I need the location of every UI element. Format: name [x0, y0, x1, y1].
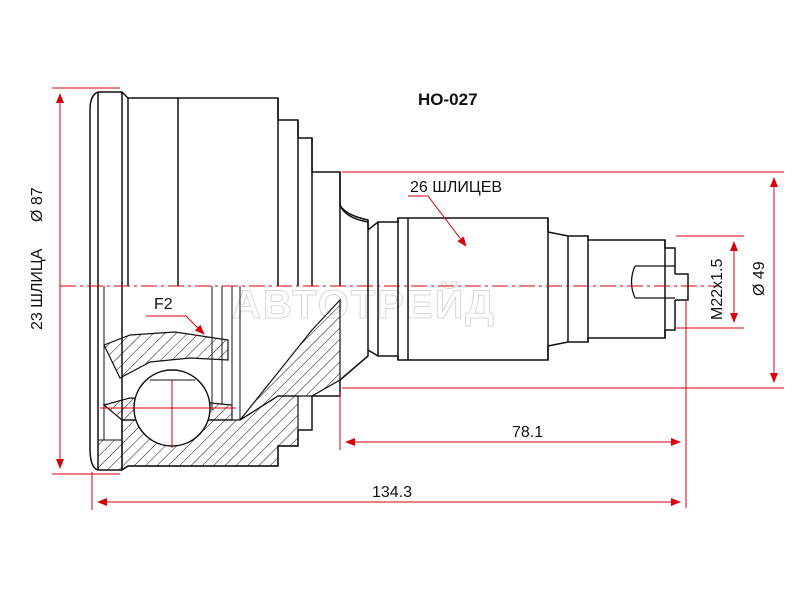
outer-splines-label: 26 ШЛИЦЕВ	[410, 179, 502, 196]
total-length-value: 134.3	[372, 484, 412, 501]
f2-label: F2	[154, 296, 173, 313]
output-shaft	[339, 204, 689, 381]
shaft-length-value: 78.1	[512, 424, 543, 441]
leader-outer-splines	[408, 195, 467, 247]
section-hatch	[97, 286, 341, 472]
housing-diameter-label: Ø 87	[29, 187, 46, 222]
inner-splines-label: 23 ШЛИЦА	[29, 248, 46, 330]
leader-f2	[146, 315, 205, 335]
dimension-lines	[52, 87, 784, 510]
watermark-text: АВТОТРЕЙД	[232, 281, 496, 327]
shaft-diameter-label: Ø 49	[751, 261, 768, 296]
part-number: HO-027	[418, 90, 478, 109]
thread-label: M22x1.5	[709, 259, 726, 320]
